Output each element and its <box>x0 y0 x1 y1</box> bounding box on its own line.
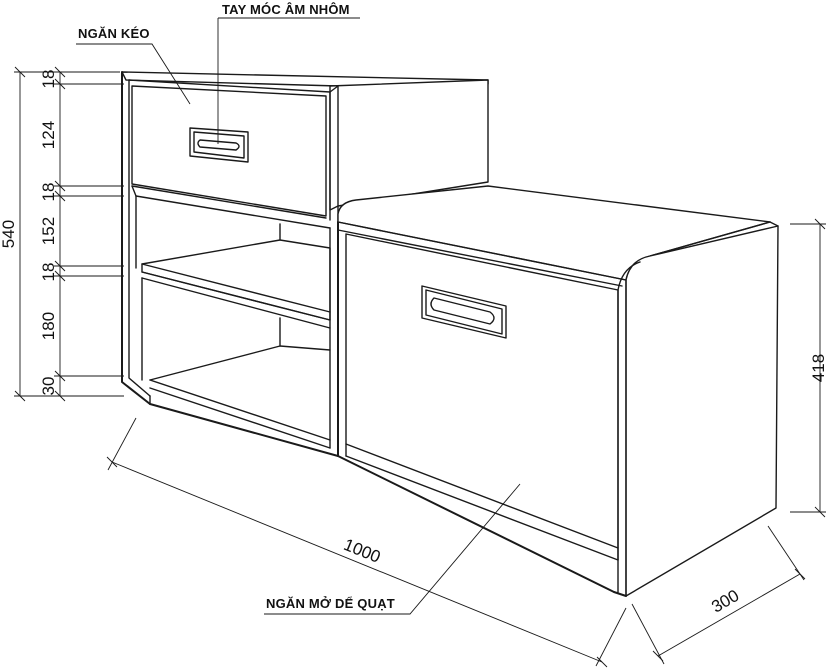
bench-cabinet <box>337 185 779 597</box>
drawer-handle-icon <box>189 127 249 163</box>
handle-callout <box>217 17 360 144</box>
label-handle: TAY MÓC ÂM NHÔM <box>222 2 350 17</box>
dim-540: 540 <box>0 220 18 248</box>
dim-18-mid1: 18 <box>39 183 58 202</box>
dim-418: 418 <box>809 354 828 382</box>
label-drawer: NGĂN KÉO <box>78 26 150 41</box>
flap-callout <box>264 483 521 615</box>
width-dimension-line <box>106 417 627 668</box>
dim-124: 124 <box>39 121 58 149</box>
left-dimension-lines <box>14 66 124 402</box>
left-side-panel <box>121 71 151 405</box>
flap-door <box>345 233 619 549</box>
right-dimension-line <box>790 218 826 518</box>
dim-1000: 1000 <box>341 535 383 567</box>
bench-side-panel <box>625 225 779 597</box>
dim-30: 30 <box>39 377 58 396</box>
dim-18-top: 18 <box>39 70 58 89</box>
flap-handle-icon <box>421 285 507 339</box>
dim-300: 300 <box>708 586 742 617</box>
dim-180: 180 <box>39 312 58 340</box>
dim-18-mid2: 18 <box>39 263 58 282</box>
dim-152: 152 <box>39 217 58 245</box>
depth-dimension-line <box>631 525 806 665</box>
drawer-callout <box>76 43 191 105</box>
label-flap: NGĂN MỞ DỂ QUẠT <box>266 596 395 611</box>
shelf-middle <box>141 239 331 321</box>
